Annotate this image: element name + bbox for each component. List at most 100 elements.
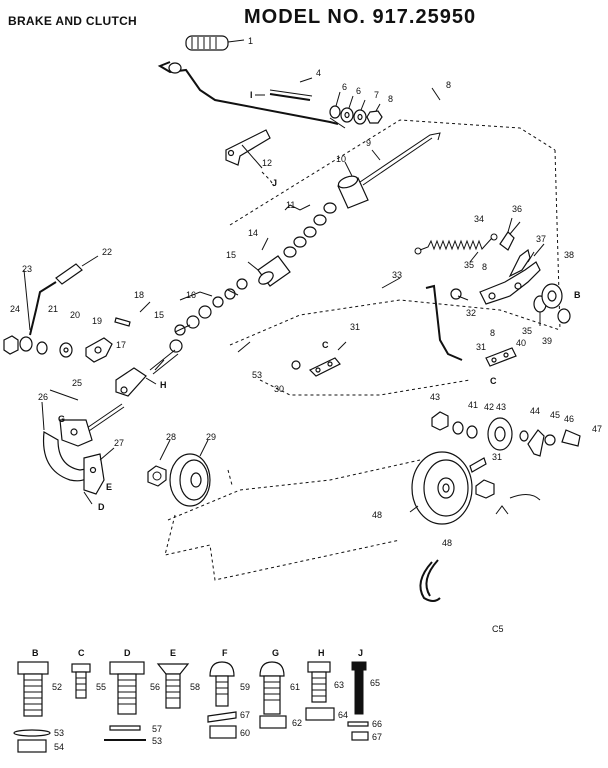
fastener-label-B: B (574, 290, 581, 300)
parts-41-47-pulley-hardware (431, 411, 581, 457)
part-36-clip (499, 217, 515, 251)
callout-45: 45 (550, 410, 560, 420)
callout-37: 37 (536, 234, 546, 244)
fastener-label-Cb: C (490, 376, 497, 386)
callout-31: 31 (350, 322, 360, 332)
part-10-spacer (337, 161, 369, 209)
legend-num-66: 66 (372, 719, 382, 729)
callout-41: 41 (468, 400, 478, 410)
part-24-nut (3, 335, 19, 355)
legend-num-55: 55 (96, 682, 106, 692)
fastener-label-D: D (98, 502, 105, 512)
part-9-brake-rod (359, 132, 441, 186)
callout-53: 53 (252, 370, 262, 380)
callout-10: 10 (336, 154, 346, 164)
leader-lines (23, 87, 545, 513)
legend-letter-G: G (272, 648, 279, 658)
callout-15: 15 (226, 250, 236, 260)
part-1-handle-grip (185, 35, 245, 51)
callout-26: 26 (38, 392, 48, 402)
callout-44: 44 (530, 406, 540, 416)
legend-num-61: 61 (290, 682, 300, 692)
callout-39: 39 (542, 336, 552, 346)
hardware-legend: B 52 53 54 C 55 D 56 57 53 E 58 F (13, 648, 382, 753)
legend-letter-H: H (318, 648, 325, 658)
callout-38: 38 (564, 250, 574, 260)
fastener-label-I: I (250, 90, 253, 100)
callout-8c: 8 (490, 328, 495, 338)
part-22-23-lever (29, 255, 99, 336)
callout-24: 24 (10, 304, 20, 314)
legend-num-57: 57 (152, 724, 162, 734)
part-27-bracket (83, 453, 105, 505)
callout-6b: 6 (356, 86, 361, 96)
callout-15b: 15 (154, 310, 164, 320)
callout-35b: 35 (522, 326, 532, 336)
callout-11: 11 (286, 200, 295, 210)
part-4-pin (255, 77, 313, 101)
part-33-rod (425, 284, 463, 361)
part-34-spring (414, 233, 498, 255)
center-hardware-30-31 (291, 341, 347, 377)
callout-labels: 1 4 6 6 7 8 8 9 10 11 12 14 15 15 16 17 … (10, 36, 602, 634)
fastener-label-J: J (272, 178, 277, 188)
parts-6-7-8-hardware (329, 91, 383, 125)
fastener-label-H: H (160, 380, 167, 390)
legend-num-64: 64 (338, 710, 348, 720)
callout-31b: 31 (476, 342, 486, 352)
callout-28: 28 (166, 432, 176, 442)
callout-42: 42 (484, 402, 494, 412)
callout-31c: 31 (492, 452, 502, 462)
callout-43b: 43 (430, 392, 440, 402)
right-hardware-28-31 (469, 457, 495, 499)
part-40-link (485, 347, 517, 367)
legend-num-53: 53 (54, 728, 64, 738)
legend-num-54: 54 (54, 742, 64, 752)
part-17-link (115, 367, 157, 397)
legend-letter-J: J (358, 648, 363, 658)
legend-num-63: 63 (334, 680, 344, 690)
callout-6: 6 (342, 82, 347, 92)
part-28-29-pulley (147, 453, 211, 507)
part-48-belts (419, 494, 541, 602)
fastener-label-E: E (106, 482, 112, 492)
callout-35: 35 (464, 260, 474, 270)
callout-27: 27 (114, 438, 124, 448)
legend-num-58: 58 (190, 682, 200, 692)
callout-48-left: 48 (372, 510, 382, 520)
part-37-bracket-assembly (479, 248, 541, 305)
callout-47: 47 (592, 424, 602, 434)
callout-9: 9 (366, 138, 371, 148)
legend-num-60: 60 (240, 728, 250, 738)
legend-num-59: 59 (240, 682, 250, 692)
callout-21: 21 (48, 304, 58, 314)
legend-num-53b: 53 (152, 736, 162, 746)
legend-letter-C: C (78, 648, 85, 658)
parts-20-21-washers (19, 336, 73, 358)
diagram-code: C5 (492, 624, 504, 634)
callout-29: 29 (206, 432, 216, 442)
part-49-large-pulley (411, 451, 473, 525)
section-title: BRAKE AND CLUTCH (8, 14, 138, 28)
callout-46: 46 (564, 414, 574, 424)
parts-35-38-39 (450, 283, 571, 324)
part-12-bracket (225, 129, 275, 187)
callout-12: 12 (262, 158, 272, 168)
brake-pedal-rod (157, 61, 346, 129)
callout-36: 36 (512, 204, 522, 214)
model-number-title: MODEL NO. 917.25950 (244, 6, 477, 28)
callout-25: 25 (72, 378, 82, 388)
callout-22: 22 (102, 247, 112, 257)
fastener-label-C: C (322, 340, 329, 350)
callout-18: 18 (134, 290, 144, 300)
part-18-pin (114, 317, 131, 327)
legend-num-62: 62 (292, 718, 302, 728)
callout-23: 23 (22, 264, 32, 274)
legend-num-67b: 67 (372, 732, 382, 742)
callout-8: 8 (388, 94, 393, 104)
callout-19: 19 (92, 316, 102, 326)
callout-17: 17 (116, 340, 126, 350)
callout-40: 40 (516, 338, 526, 348)
callout-8-mid: 8 (482, 262, 487, 272)
